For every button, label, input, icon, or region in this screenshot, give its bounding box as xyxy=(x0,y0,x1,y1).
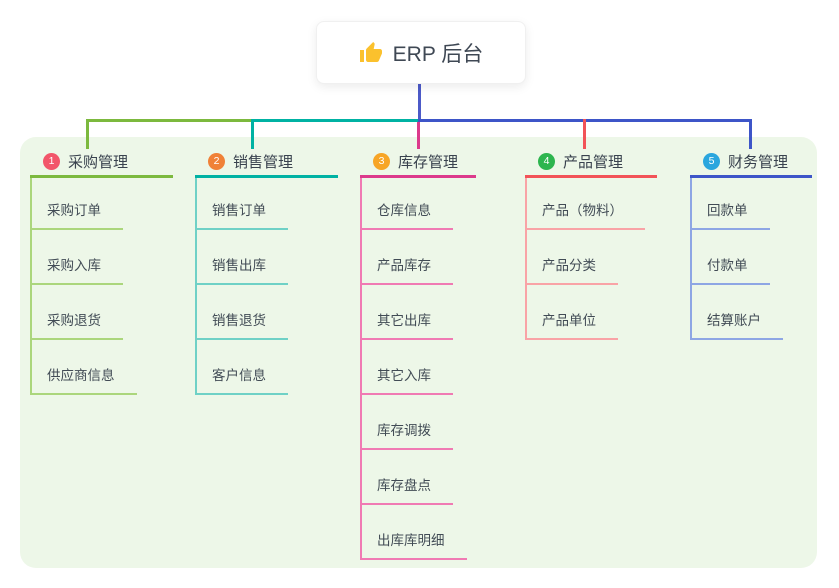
root-title: ERP 后台 xyxy=(392,42,484,66)
branch-item[interactable]: 产品（物料） xyxy=(527,178,645,230)
branch-sales: 2 销售管理 销售订单 销售出库 销售退货 客户信息 xyxy=(195,147,338,395)
branch-item[interactable]: 销售出库 xyxy=(197,230,288,285)
branch-drop-line xyxy=(417,122,420,149)
branch-item[interactable]: 销售退货 xyxy=(197,285,288,340)
branch-label: 销售管理 xyxy=(233,153,294,171)
branch-number-badge: 1 xyxy=(43,152,60,170)
branch-item-list: 采购订单 采购入库 采购退货 供应商信息 xyxy=(30,178,173,395)
branch-label: 采购管理 xyxy=(68,153,129,171)
branch-finance: 5 财务管理 回款单 付款单 结算账户 xyxy=(690,147,812,340)
branch-number-badge: 4 xyxy=(538,152,555,170)
branch-item[interactable]: 采购订单 xyxy=(32,178,123,230)
branch-header[interactable]: 5 财务管理 xyxy=(690,147,812,178)
branch-item[interactable]: 产品库存 xyxy=(362,230,453,285)
branch-drop-line xyxy=(749,119,752,149)
branch-item[interactable]: 回款单 xyxy=(692,178,770,230)
branch-label: 库存管理 xyxy=(398,153,459,171)
branch-bus-segment xyxy=(86,119,252,122)
branch-bus-segment xyxy=(252,119,418,122)
branch-header[interactable]: 2 销售管理 xyxy=(195,147,338,178)
branch-item[interactable]: 其它入库 xyxy=(362,340,453,395)
branch-purchase: 1 采购管理 采购订单 采购入库 采购退货 供应商信息 xyxy=(30,147,173,395)
branch-item-list: 产品（物料） 产品分类 产品单位 xyxy=(525,178,657,340)
branch-drop-line xyxy=(251,119,254,149)
root-node[interactable]: ERP 后台 xyxy=(316,21,526,84)
branch-drop-line xyxy=(86,119,89,149)
branch-item[interactable]: 采购入库 xyxy=(32,230,123,285)
branch-item-list: 销售订单 销售出库 销售退货 客户信息 xyxy=(195,178,338,395)
branch-item[interactable]: 出库库明细 xyxy=(362,505,467,560)
branch-item[interactable]: 付款单 xyxy=(692,230,770,285)
branch-item-list: 回款单 付款单 结算账户 xyxy=(690,178,812,340)
branch-item[interactable]: 产品单位 xyxy=(527,285,618,340)
branch-number-badge: 5 xyxy=(703,152,720,170)
branch-item[interactable]: 其它出库 xyxy=(362,285,453,340)
branch-item-list: 仓库信息 产品库存 其它出库 其它入库 库存调拨 库存盘点 出库库明细 xyxy=(360,178,476,560)
branch-number-badge: 3 xyxy=(373,152,390,170)
branch-label: 产品管理 xyxy=(563,153,624,171)
branch-item[interactable]: 仓库信息 xyxy=(362,178,453,230)
mindmap-panel xyxy=(20,137,817,568)
branch-item[interactable]: 供应商信息 xyxy=(32,340,137,395)
thumbs-up-icon xyxy=(359,41,382,62)
branch-label: 财务管理 xyxy=(728,153,789,171)
branch-item[interactable]: 库存盘点 xyxy=(362,450,453,505)
branch-product: 4 产品管理 产品（物料） 产品分类 产品单位 xyxy=(525,147,657,340)
branch-item[interactable]: 客户信息 xyxy=(197,340,288,395)
branch-item[interactable]: 销售订单 xyxy=(197,178,288,230)
branch-item[interactable]: 结算账户 xyxy=(692,285,783,340)
branch-header[interactable]: 4 产品管理 xyxy=(525,147,657,178)
branch-header[interactable]: 1 采购管理 xyxy=(30,147,173,178)
branch-header[interactable]: 3 库存管理 xyxy=(360,147,476,178)
branch-item[interactable]: 采购退货 xyxy=(32,285,123,340)
branch-inventory: 3 库存管理 仓库信息 产品库存 其它出库 其它入库 库存调拨 库存盘点 出库库… xyxy=(360,147,476,560)
branch-drop-line xyxy=(583,119,586,149)
branch-number-badge: 2 xyxy=(208,152,225,170)
root-connector-line xyxy=(418,82,421,122)
branch-item[interactable]: 库存调拨 xyxy=(362,395,453,450)
branch-item[interactable]: 产品分类 xyxy=(527,230,618,285)
